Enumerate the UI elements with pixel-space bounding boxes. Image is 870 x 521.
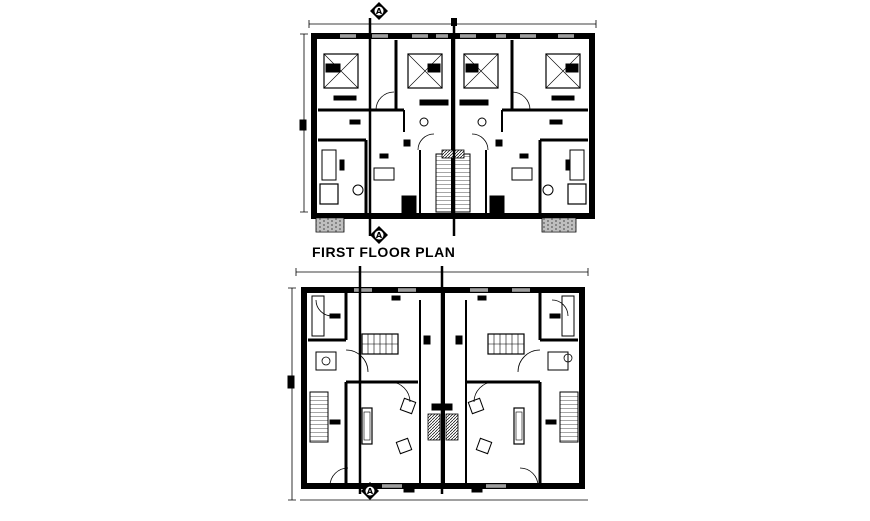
section-line-a-bottom <box>358 266 444 494</box>
section-marker-bottom: A <box>361 482 379 500</box>
section-marker-top: A <box>370 2 388 20</box>
svg-text:A: A <box>367 487 374 496</box>
section-marker-mid: A <box>370 226 388 244</box>
svg-text:A: A <box>376 7 383 16</box>
ground-floor-plan <box>287 268 589 501</box>
plan-title: FIRST FLOOR PLAN <box>312 244 456 260</box>
svg-text:A: A <box>376 231 383 240</box>
first-floor-plan <box>299 20 597 233</box>
section-line-a-top <box>368 18 457 236</box>
